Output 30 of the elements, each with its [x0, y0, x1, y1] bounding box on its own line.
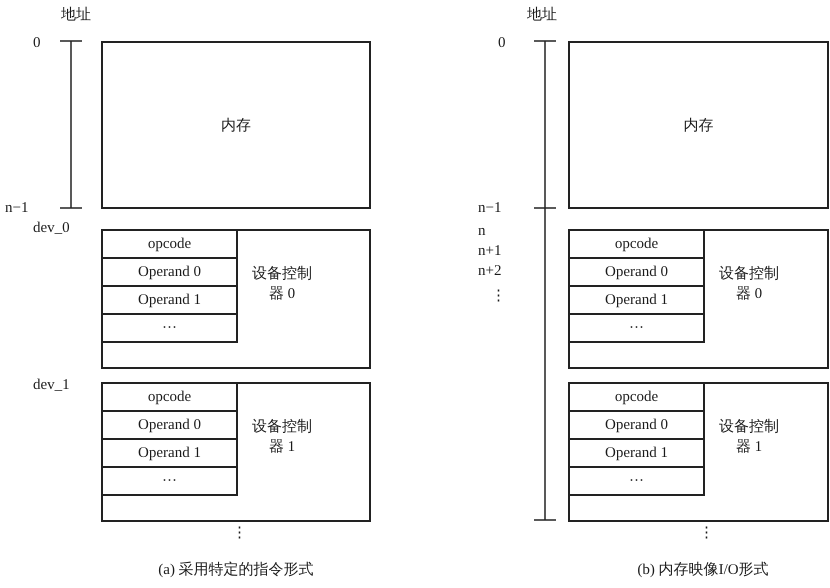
address-label: n−1 [5, 199, 28, 217]
address-label: n [478, 222, 486, 240]
device-controller-box [101, 382, 371, 522]
register-cell: ··· [101, 313, 238, 343]
axis-title: 地址 [527, 6, 557, 24]
axis-title: 地址 [61, 6, 91, 24]
address-label: n+1 [478, 242, 502, 260]
device-label: 设备控制器 0 [251, 264, 313, 304]
device-label: 设备控制器 1 [251, 418, 313, 457]
ellipsis: ⋮ [232, 524, 247, 542]
device-controller-box [568, 229, 829, 369]
device-address-label: dev_0 [33, 219, 70, 237]
device-label: 设备控制器 1 [718, 418, 780, 457]
caption: (a) 采用特定的指令形式 [158, 561, 314, 579]
ellipsis: ⋮ [491, 287, 506, 305]
memory-box: 内存 [568, 41, 829, 209]
device-controller-box [568, 382, 829, 522]
device-controller-box [101, 229, 371, 369]
address-label: n−1 [478, 199, 502, 217]
caption: (b) 内存映像I/O形式 [637, 561, 769, 579]
address-label: 0 [33, 34, 40, 52]
ellipsis: ⋮ [699, 524, 714, 542]
address-label: 0 [498, 34, 506, 52]
memory-box: 内存 [101, 41, 371, 209]
address-label: n+2 [478, 262, 502, 280]
device-label: 设备控制器 0 [718, 264, 780, 304]
register-cell: ··· [568, 313, 705, 343]
register-cell: ··· [568, 466, 705, 496]
register-cell: ··· [101, 466, 238, 496]
device-address-label: dev_1 [33, 376, 70, 394]
